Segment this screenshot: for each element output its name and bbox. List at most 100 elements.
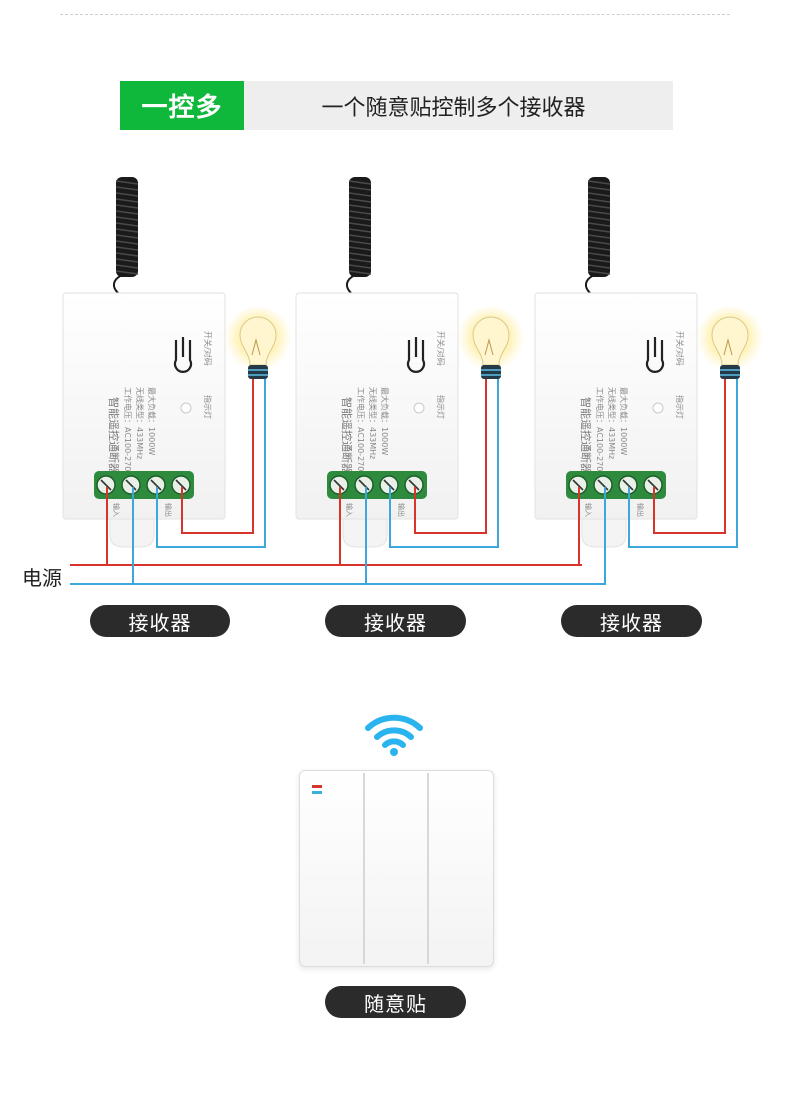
- antenna-coil-ring: [348, 192, 372, 197]
- terminal-block: [327, 471, 427, 499]
- antenna-coil-ring: [115, 198, 139, 203]
- antenna-lead: [584, 274, 595, 294]
- indicator-led: [413, 402, 425, 414]
- terminal-screw-slot: [383, 479, 395, 491]
- antenna-coil-ring: [587, 234, 611, 239]
- antenna-coil-ring: [587, 210, 611, 215]
- receiver-label-3: 接收器: [561, 605, 702, 637]
- indicator-label: 指示灯: [436, 395, 446, 419]
- receiver-title: 智能遥控通断器: [107, 397, 121, 474]
- wire-output-neutral: [389, 379, 499, 548]
- receiver-spec: 无线类型：433MHz: [135, 387, 145, 459]
- receiver-spec: 工作电压：AC100-270V: [356, 387, 366, 477]
- receiver-title: 智能遥控通断器: [579, 397, 593, 474]
- antenna-coil-ring: [348, 228, 372, 233]
- panel-divider-2: [427, 773, 429, 964]
- antenna-coil-ring: [348, 234, 372, 239]
- terminal-input-label: 输入: [112, 503, 121, 517]
- antenna-coil-ring: [587, 222, 611, 227]
- terminal-screw-slot: [647, 479, 659, 491]
- receiver-spec: 无线类型：433MHz: [607, 387, 617, 459]
- antenna-coil-ring: [348, 180, 372, 185]
- antenna-coil-ring: [348, 216, 372, 221]
- wifi-icon: [365, 714, 423, 756]
- bulb-filament: [484, 338, 494, 356]
- antenna-lead: [112, 274, 123, 294]
- top-divider: [60, 14, 730, 15]
- wall-remote-switch[interactable]: [299, 770, 494, 967]
- antenna-coil-ring: [587, 192, 611, 197]
- header-tag: 一控多: [120, 81, 244, 130]
- remote-label: 随意贴: [325, 986, 466, 1018]
- antenna-coil-ring: [115, 270, 139, 275]
- antenna-coil-ring: [348, 264, 372, 269]
- antenna-coil-ring: [348, 270, 372, 275]
- switch-label: 开关/对码: [436, 331, 446, 366]
- antenna-coil-ring: [348, 222, 372, 227]
- wire-output-neutral: [156, 379, 266, 548]
- switch-label: 开关/对码: [675, 331, 685, 366]
- receiver-spec: 无线类型：433MHz: [368, 387, 378, 459]
- terminal-screw-slot: [572, 479, 584, 491]
- light-bulb-icon: [711, 316, 749, 366]
- wire-output-live: [181, 379, 254, 534]
- light-bulb-icon: [472, 316, 510, 366]
- antenna-coil-ring: [115, 258, 139, 263]
- antenna-coil-ring: [587, 240, 611, 245]
- receiver-spec: 最大负载：1000W: [619, 387, 629, 455]
- terminal-output-label: 输出: [397, 503, 406, 517]
- wire-output-live: [653, 379, 726, 534]
- antenna-coil-ring: [115, 264, 139, 269]
- antenna-coil-ring: [115, 252, 139, 257]
- section-header: 一控多 一个随意贴控制多个接收器: [120, 81, 673, 130]
- antenna-coil-ring: [115, 216, 139, 221]
- header-subtitle: 一个随意贴控制多个接收器: [321, 95, 586, 121]
- receiver-spec: 最大负载：1000W: [380, 387, 390, 455]
- antenna-coil-ring: [115, 234, 139, 239]
- indicator-label: 指示灯: [675, 395, 685, 419]
- antenna-coil-ring: [115, 192, 139, 197]
- antenna-lead: [345, 274, 356, 294]
- antenna-coil-ring: [348, 246, 372, 251]
- indicator-led-red: [312, 785, 322, 788]
- terminal-input-label: 输入: [584, 503, 593, 517]
- antenna-coil-ring: [587, 258, 611, 263]
- antenna-coil-ring: [348, 204, 372, 209]
- antenna-coil-ring: [115, 228, 139, 233]
- toggle-button-icon: [406, 340, 426, 373]
- antenna-coil-ring: [587, 270, 611, 275]
- antenna-coil-ring: [587, 252, 611, 257]
- terminal-screw-slot: [408, 479, 420, 491]
- bulb-filament: [251, 338, 261, 356]
- indicator-label: 指示灯: [203, 395, 213, 419]
- antenna-coil-ring: [587, 216, 611, 221]
- terminal-output-label: 输出: [636, 503, 645, 517]
- antenna-coil-ring: [115, 222, 139, 227]
- terminal-screw-slot: [100, 479, 112, 491]
- terminal-input-label: 输入: [345, 503, 354, 517]
- antenna-coil-ring: [348, 210, 372, 215]
- antenna-coil-ring: [115, 186, 139, 191]
- terminal-screw-slot: [125, 479, 137, 491]
- terminal-screw-slot: [597, 479, 609, 491]
- antenna-coil-ring: [587, 204, 611, 209]
- antenna-coil-ring: [348, 198, 372, 203]
- antenna-coil-ring: [115, 246, 139, 251]
- terminal-screw-slot: [333, 479, 345, 491]
- antenna-coil-ring: [587, 186, 611, 191]
- light-bulb-icon: [239, 316, 277, 366]
- receiver-spec: 工作电压：AC100-270V: [595, 387, 605, 477]
- wire-output-live: [414, 379, 487, 534]
- antenna-coil-ring: [115, 210, 139, 215]
- antenna-coil-ring: [348, 240, 372, 245]
- terminal-screw-slot: [358, 479, 370, 491]
- terminal-screw-slot: [175, 479, 187, 491]
- antenna-coil-ring: [348, 186, 372, 191]
- receiver-label-1: 接收器: [90, 605, 230, 637]
- receiver-spec: 最大负载：1000W: [147, 387, 157, 455]
- indicator-led: [652, 402, 664, 414]
